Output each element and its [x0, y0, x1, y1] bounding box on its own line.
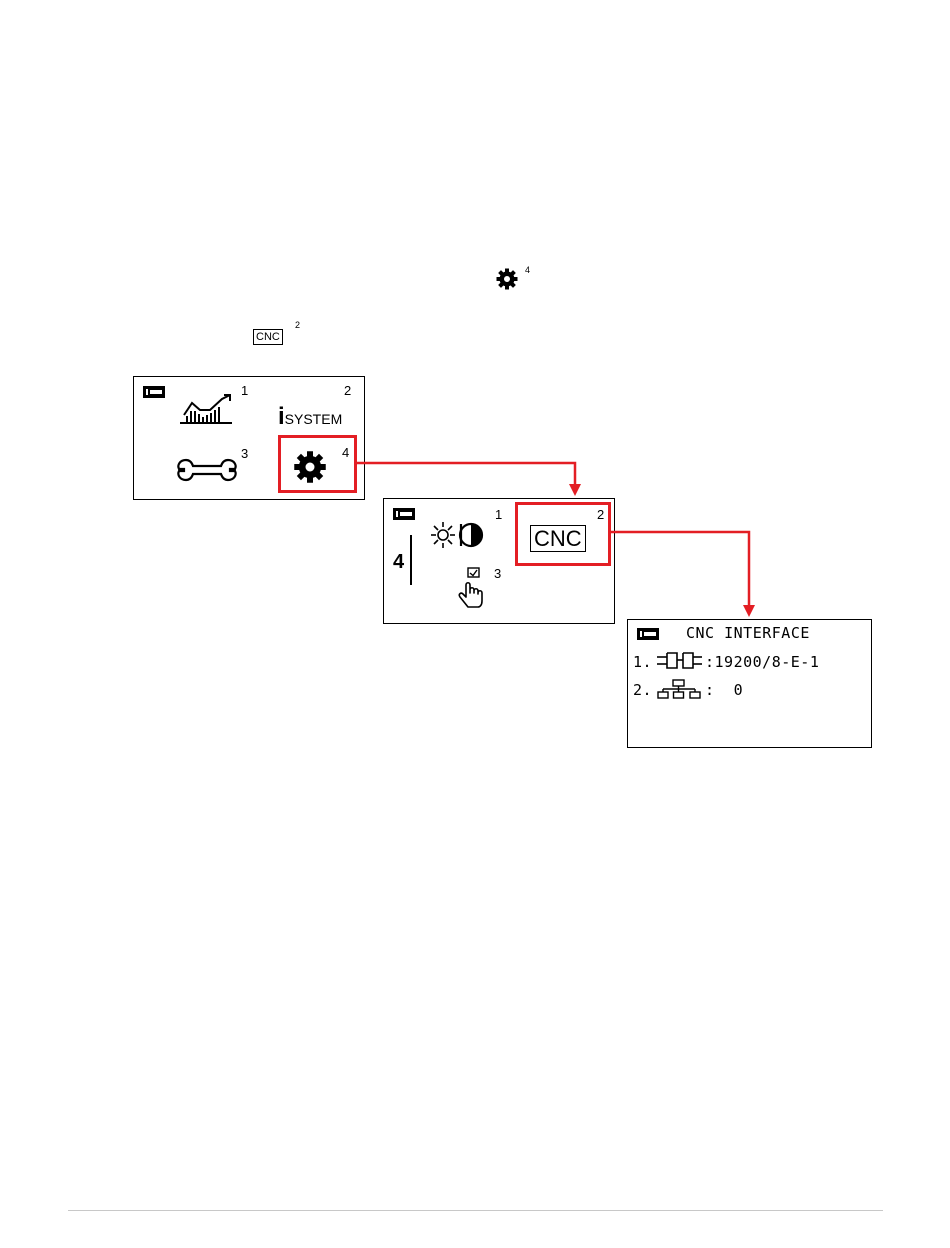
footer-rule: [68, 1210, 883, 1211]
arrow-cnc-to-interface: [611, 532, 755, 617]
arrow-settings-to-menu: [357, 463, 581, 496]
